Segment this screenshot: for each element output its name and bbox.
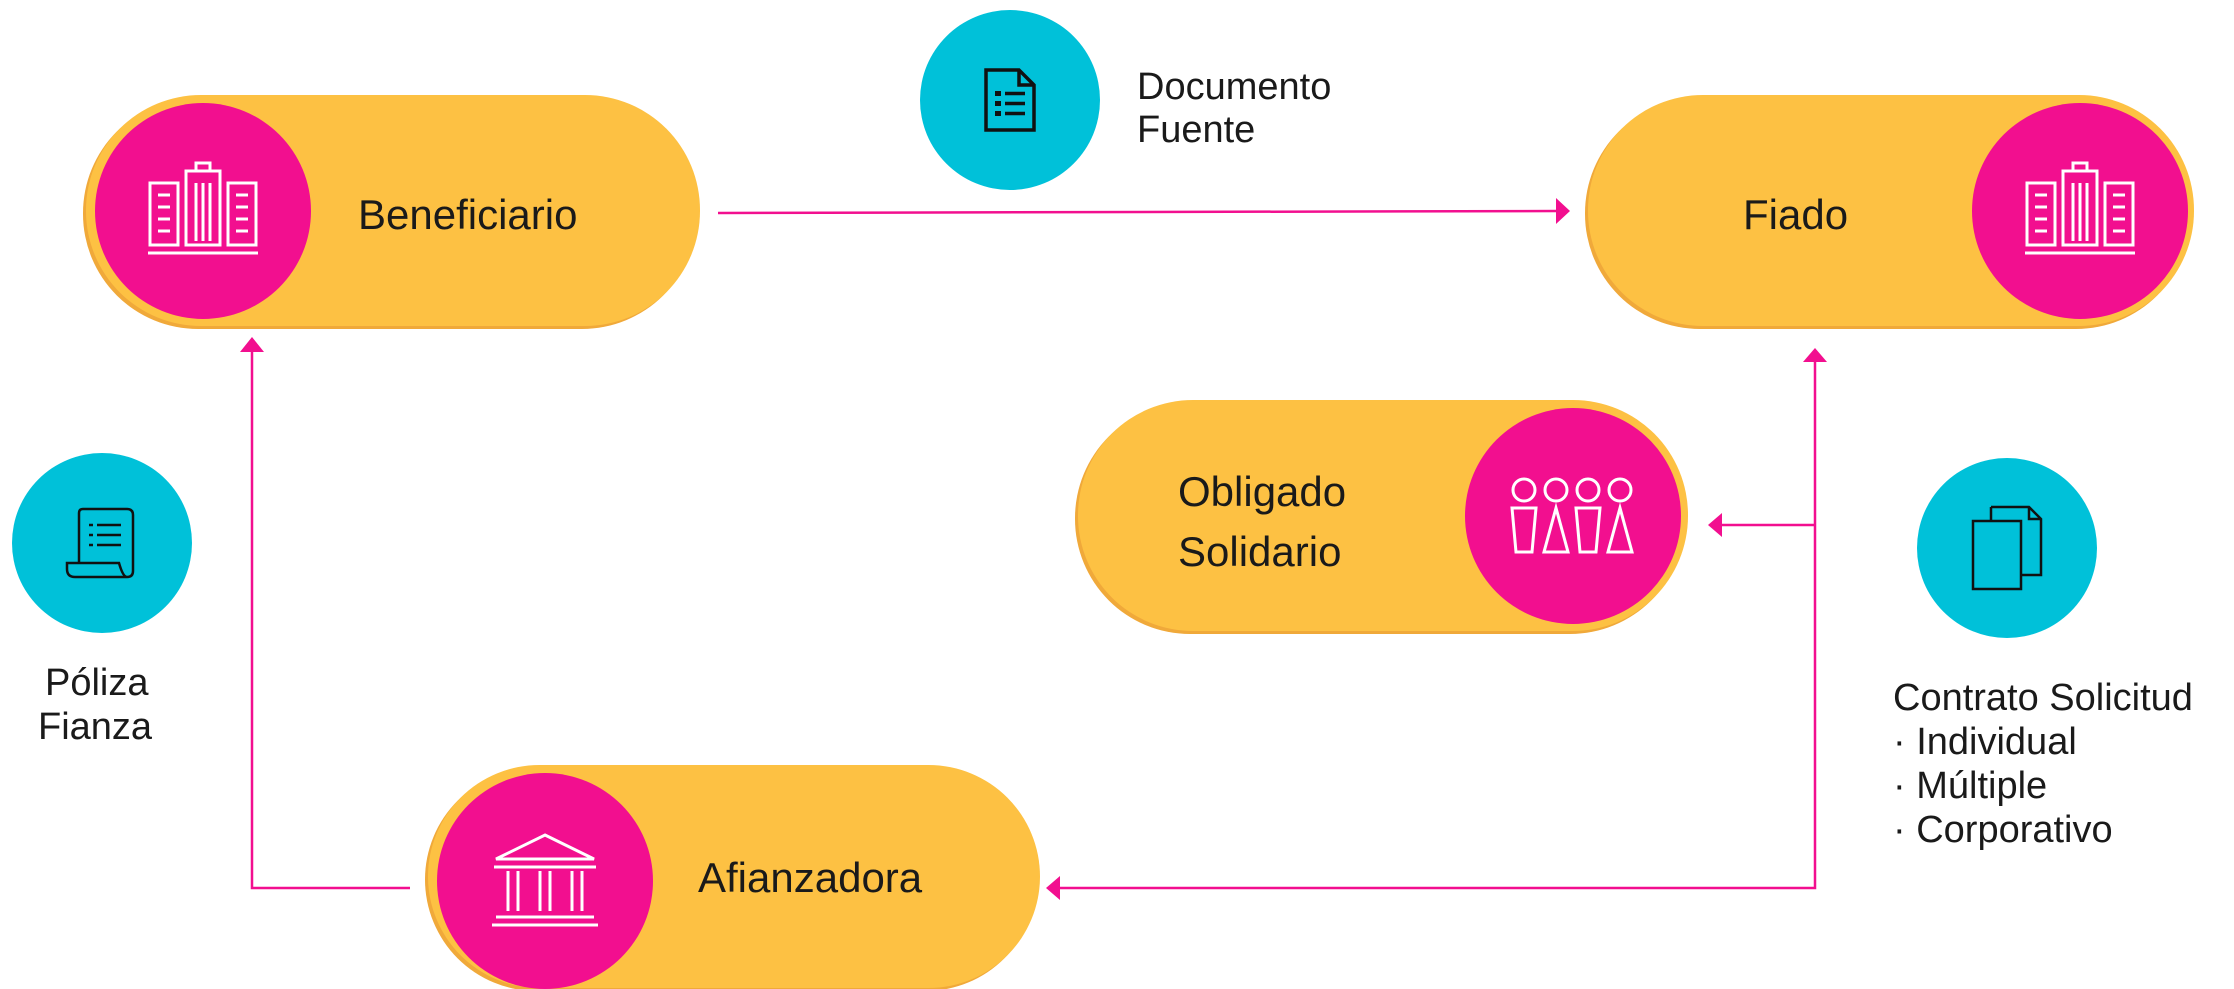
document-list-icon bbox=[920, 10, 1100, 190]
scroll-icon bbox=[12, 453, 192, 633]
node-label-obligado-line1: Obligado bbox=[1178, 468, 1347, 515]
doc-label-fuente: Fuente bbox=[1137, 109, 1256, 151]
arrow-afianzadora-to-beneficiario bbox=[250, 345, 410, 890]
arrowhead-fiado bbox=[1556, 198, 1570, 224]
copy-documents-icon bbox=[1917, 458, 2097, 638]
doc-label-documento: Documento bbox=[1137, 66, 1332, 108]
doc-label-fianza: Fianza bbox=[38, 706, 153, 748]
arrow-fiado-to-afianzadora bbox=[1052, 350, 1817, 890]
doc-list-item: · Individual bbox=[1893, 721, 2077, 763]
node-label-beneficiario: Beneficiario bbox=[358, 191, 578, 238]
arrowhead-obligado bbox=[1708, 513, 1722, 537]
arrow-beneficiario-to-fiado bbox=[717, 209, 1561, 215]
arrowhead-afianzadora bbox=[1046, 876, 1060, 900]
doc-label-contrato: Contrato Solicitud bbox=[1893, 677, 2193, 719]
buildings-icon bbox=[95, 103, 311, 319]
node-label-obligado-line2: Solidario bbox=[1178, 528, 1342, 575]
buildings-icon bbox=[1972, 103, 2188, 319]
people-group-icon bbox=[1465, 408, 1681, 624]
node-label-afianzadora: Afianzadora bbox=[698, 854, 923, 901]
arrowhead-beneficiario bbox=[240, 337, 264, 352]
node-label-fiado: Fiado bbox=[1743, 191, 1849, 238]
doc-list-item: · Múltiple bbox=[1893, 765, 2048, 807]
bank-icon bbox=[437, 773, 653, 989]
doc-list-item: · Corporativo bbox=[1893, 809, 2113, 851]
doc-label-poliza: Póliza bbox=[45, 662, 149, 704]
arrowhead-fiado-bottom bbox=[1803, 348, 1827, 362]
